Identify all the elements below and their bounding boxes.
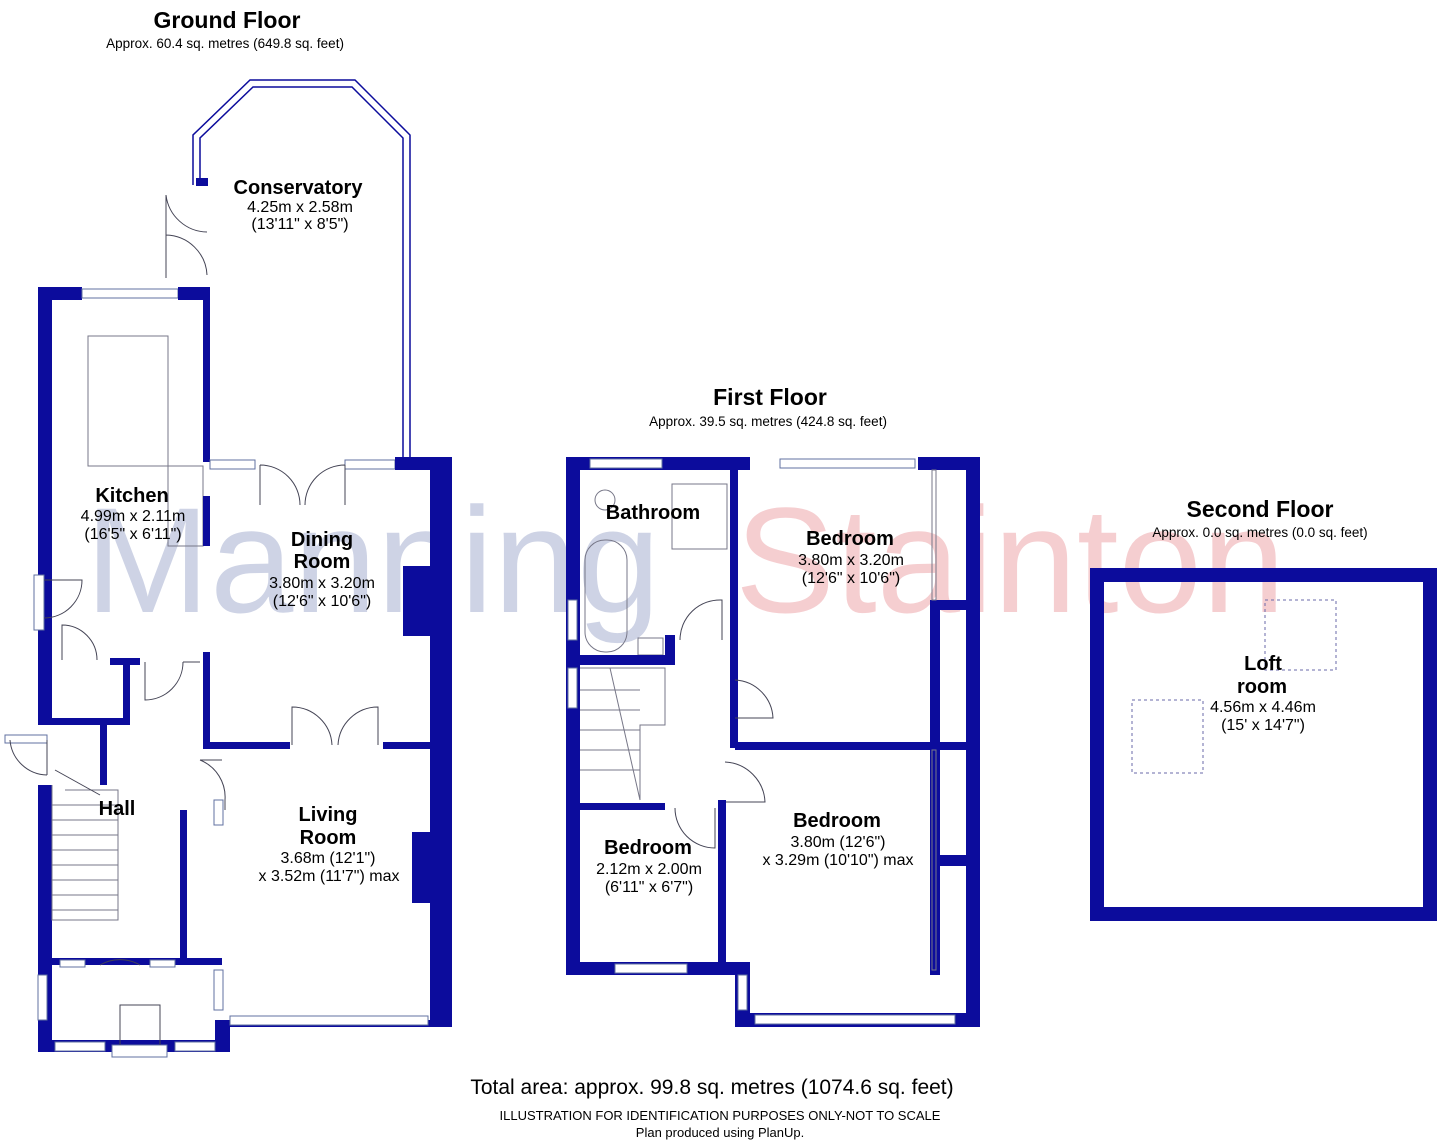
room-bedroom-1: Bedroom 3.80m x 3.20m (12'6" x 10'6") <box>798 528 904 587</box>
watermark: Manning Stainton <box>85 476 1285 644</box>
svg-text:2.12m x 2.00m: 2.12m x 2.00m <box>596 861 702 878</box>
second-floor-plan <box>1090 568 1437 921</box>
svg-text:3.68m (12'1"): 3.68m (12'1") <box>281 850 376 867</box>
room-dining-room: Dining Room 3.80m x 3.20m (12'6" x 10'6"… <box>269 529 375 610</box>
room-bedroom-2: Bedroom 3.80m (12'6") x 3.29m (10'10") m… <box>762 810 913 869</box>
svg-text:room: room <box>1237 676 1287 698</box>
conservatory-outline <box>192 79 411 457</box>
watermark-stainton: Stainton <box>735 476 1285 644</box>
ground-floor-area: Approx. 60.4 sq. metres (649.8 sq. feet) <box>106 36 344 51</box>
svg-text:3.80m x 3.20m: 3.80m x 3.20m <box>798 552 904 569</box>
svg-text:4.99m x 2.11m: 4.99m x 2.11m <box>81 508 186 525</box>
svg-text:(16'5" x 6'11"): (16'5" x 6'11") <box>84 526 181 543</box>
second-floor-area: Approx. 0.0 sq. metres (0.0 sq. feet) <box>1152 525 1367 540</box>
svg-text:Living: Living <box>299 804 358 826</box>
svg-text:(15' x 14'7"): (15' x 14'7") <box>1221 717 1305 734</box>
room-bathroom: Bathroom <box>606 502 700 524</box>
svg-text:(12'6" x 10'6"): (12'6" x 10'6") <box>802 570 900 587</box>
svg-text:Kitchen: Kitchen <box>95 485 168 507</box>
svg-text:3.80m (12'6"): 3.80m (12'6") <box>791 834 886 851</box>
watermark-manning: Manning <box>85 476 660 644</box>
svg-text:Dining: Dining <box>291 529 353 551</box>
ground-floor-title: Ground Floor <box>154 7 301 33</box>
svg-text:x 3.52m (11'7") max: x 3.52m (11'7") max <box>259 868 400 885</box>
svg-text:Room: Room <box>300 827 357 849</box>
svg-text:Bedroom: Bedroom <box>806 528 894 550</box>
svg-text:4.56m x 4.46m: 4.56m x 4.46m <box>1210 699 1316 716</box>
room-kitchen: Kitchen 4.99m x 2.11m (16'5" x 6'11") <box>81 485 186 543</box>
second-floor-title: Second Floor <box>1187 496 1334 522</box>
disclaimer: ILLUSTRATION FOR IDENTIFICATION PURPOSES… <box>500 1108 941 1123</box>
room-living-room: Living Room 3.68m (12'1") x 3.52m (11'7"… <box>259 804 400 885</box>
room-conservatory: Conservatory 4.25m x 2.58m (13'11" x 8'5… <box>234 177 364 233</box>
first-floor-area: Approx. 39.5 sq. metres (424.8 sq. feet) <box>649 414 887 429</box>
room-hall: Hall <box>99 798 136 820</box>
svg-text:4.25m x 2.58m: 4.25m x 2.58m <box>247 199 353 216</box>
room-loft: Loft room 4.56m x 4.46m (15' x 14'7") <box>1210 653 1316 734</box>
plan-credit: Plan produced using PlanUp. <box>636 1125 804 1140</box>
svg-text:Room: Room <box>294 551 351 573</box>
svg-text:Bedroom: Bedroom <box>793 810 881 832</box>
svg-text:Conservatory: Conservatory <box>234 177 364 199</box>
svg-text:x 3.29m (10'10") max: x 3.29m (10'10") max <box>762 852 913 869</box>
total-area: Total area: approx. 99.8 sq. metres (107… <box>470 1076 953 1099</box>
svg-text:(6'11" x 6'7"): (6'11" x 6'7") <box>605 879 693 896</box>
svg-text:Loft: Loft <box>1244 653 1282 675</box>
svg-text:3.80m x 3.20m: 3.80m x 3.20m <box>269 575 375 592</box>
svg-text:Bedroom: Bedroom <box>604 837 692 859</box>
first-floor-title: First Floor <box>713 384 827 410</box>
svg-text:(13'11" x 8'5"): (13'11" x 8'5") <box>251 216 348 233</box>
first-floor-plan <box>566 457 980 1027</box>
room-bedroom-3: Bedroom 2.12m x 2.00m (6'11" x 6'7") <box>596 837 702 896</box>
ground-floor-plan <box>4 79 452 1058</box>
svg-text:(12'6" x 10'6"): (12'6" x 10'6") <box>273 593 371 610</box>
